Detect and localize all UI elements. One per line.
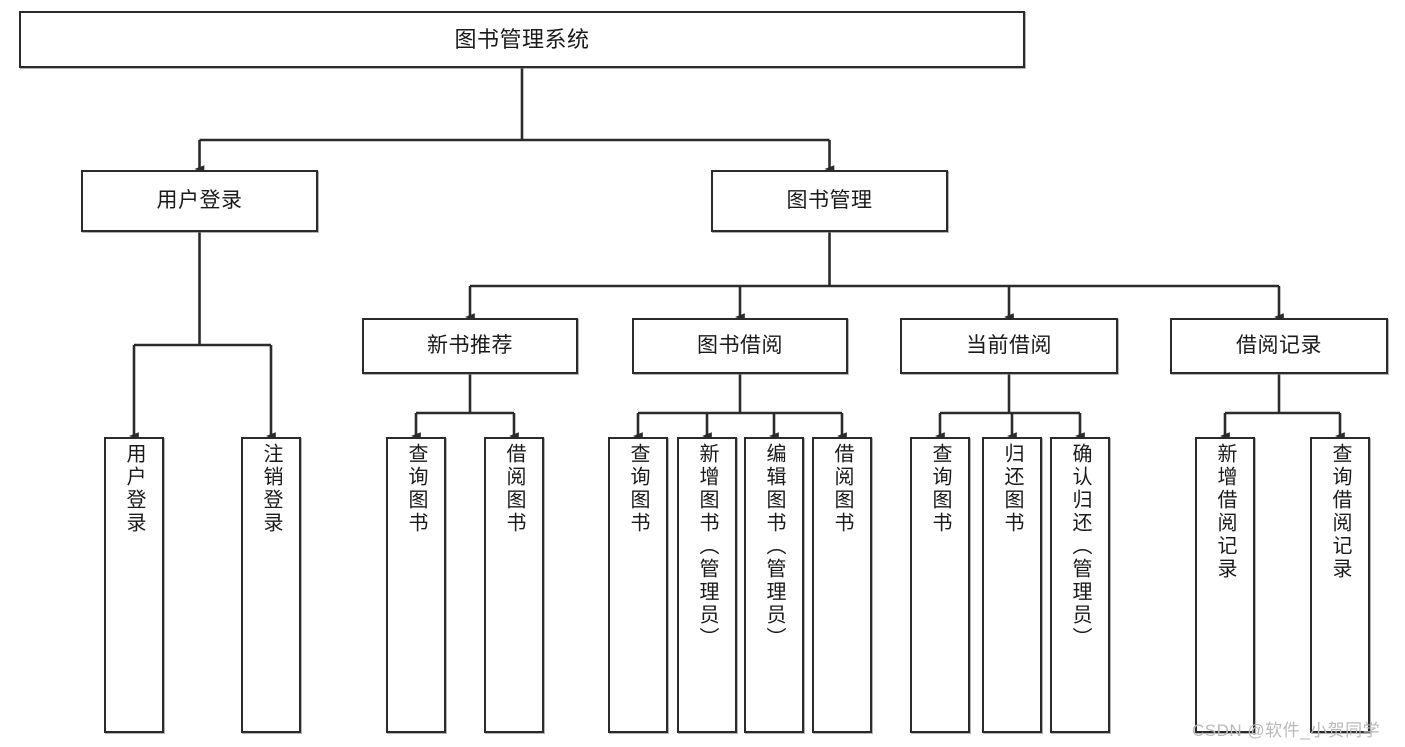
node-label: 查询图书 bbox=[627, 443, 649, 535]
node-label: 图书借阅 bbox=[697, 333, 783, 357]
node-label: 用户登录 bbox=[123, 443, 145, 535]
csdn-watermark: CSDN @软件_小贺同学 bbox=[1192, 721, 1381, 740]
level3-node: 图书借阅 bbox=[632, 318, 848, 374]
root-node: 图书管理系统 bbox=[19, 11, 1025, 68]
node-label: 图书管理系统 bbox=[454, 26, 590, 52]
node-label: 归还图书 bbox=[1001, 443, 1023, 535]
leaf-node: 编辑图书（管理员） bbox=[744, 437, 804, 733]
node-label: 借阅图书 bbox=[831, 443, 853, 535]
level2-node: 用户登录 bbox=[81, 170, 318, 232]
leaf-node: 新增借阅记录 bbox=[1195, 437, 1255, 733]
node-label: 查询图书 bbox=[405, 443, 427, 535]
leaf-node: 查询借阅记录 bbox=[1310, 437, 1370, 733]
leaf-node: 查询图书 bbox=[608, 437, 668, 733]
node-label: 编辑图书（管理员） bbox=[763, 443, 785, 650]
leaf-node: 确认归还（管理员） bbox=[1050, 437, 1110, 733]
node-label: 注销登录 bbox=[260, 443, 282, 535]
leaf-node: 用户登录 bbox=[104, 437, 164, 733]
leaf-node: 借阅图书 bbox=[484, 437, 544, 733]
leaf-node: 归还图书 bbox=[982, 437, 1042, 733]
node-label: 借阅记录 bbox=[1236, 333, 1322, 357]
level2-node: 图书管理 bbox=[711, 170, 948, 232]
node-label: 用户登录 bbox=[156, 188, 243, 212]
node-label: 新书推荐 bbox=[427, 333, 513, 357]
level3-node: 新书推荐 bbox=[362, 318, 578, 374]
node-label: 查询图书 bbox=[929, 443, 951, 535]
level3-node: 借阅记录 bbox=[1170, 318, 1388, 374]
level3-node: 当前借阅 bbox=[900, 318, 1118, 374]
node-label: 新增图书（管理员） bbox=[696, 443, 718, 650]
node-label: 借阅图书 bbox=[503, 443, 525, 535]
leaf-node: 查询图书 bbox=[386, 437, 446, 733]
leaf-node: 借阅图书 bbox=[812, 437, 872, 733]
node-label: 当前借阅 bbox=[966, 333, 1052, 357]
node-label: 查询借阅记录 bbox=[1329, 443, 1351, 581]
leaf-node: 查询图书 bbox=[910, 437, 970, 733]
node-label: 新增借阅记录 bbox=[1214, 443, 1236, 581]
node-label: 确认归还（管理员） bbox=[1069, 443, 1091, 650]
leaf-node: 注销登录 bbox=[241, 437, 301, 733]
leaf-node: 新增图书（管理员） bbox=[677, 437, 737, 733]
node-label: 图书管理 bbox=[786, 188, 873, 212]
